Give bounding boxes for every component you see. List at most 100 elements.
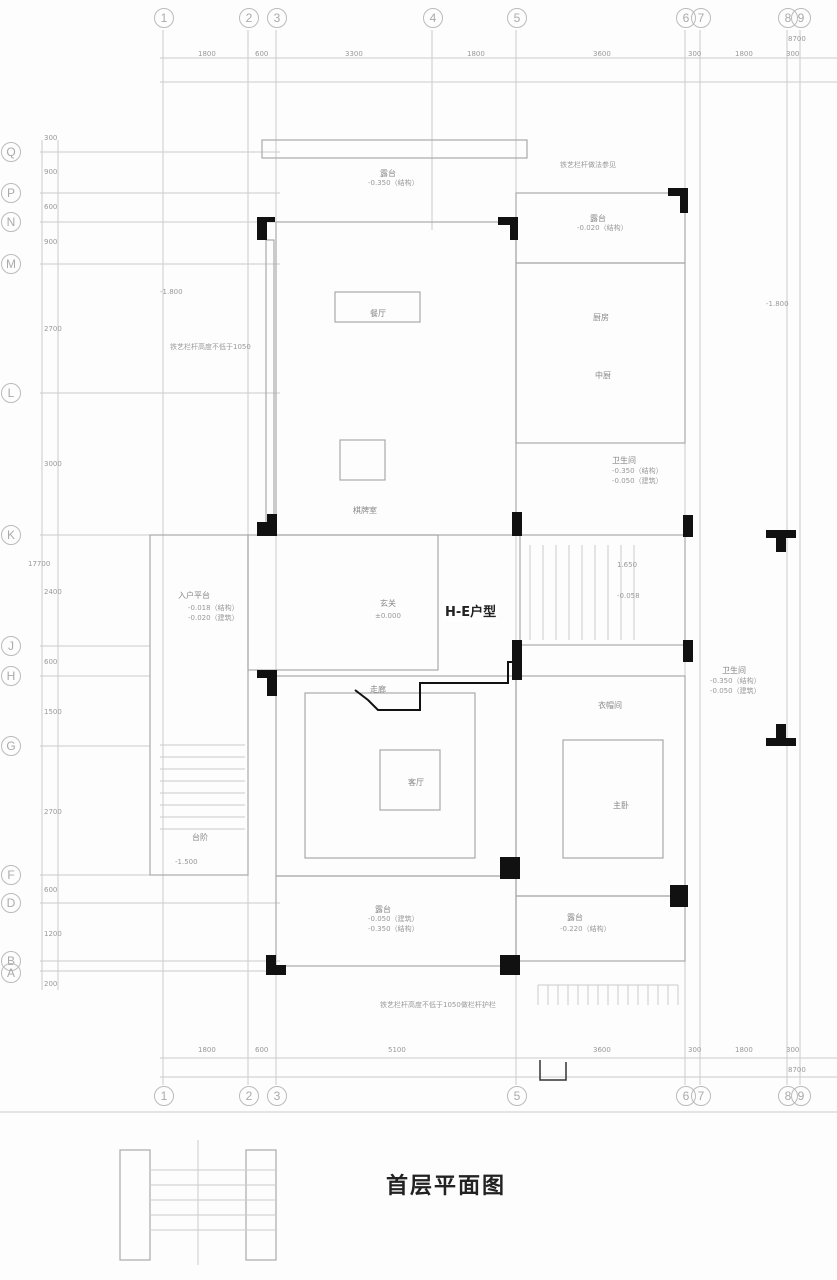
- dim: 3000: [44, 460, 62, 468]
- entry-path-line: [354, 661, 515, 711]
- axis-A: A: [1, 963, 21, 983]
- elevation: -0.350（结构）: [612, 467, 663, 475]
- dim: 1200: [44, 930, 62, 938]
- dim: 3300: [345, 50, 363, 58]
- elevation: -1.800: [766, 300, 789, 308]
- axis-H: H: [1, 666, 21, 686]
- axis-3: 3: [267, 1086, 287, 1106]
- elevation: -1.500: [175, 858, 198, 866]
- room-chinese-kitchen: 中厨: [595, 371, 611, 380]
- dim: 600: [44, 886, 58, 894]
- room-terrace-bottom: 露台: [375, 905, 391, 914]
- dim: 300: [786, 50, 800, 58]
- room-master-bedroom: 主卧: [613, 801, 629, 810]
- elevation: -0.050（建筑）: [368, 915, 419, 923]
- axis-5: 5: [507, 1086, 527, 1106]
- elevation: -0.350（结构）: [710, 677, 761, 685]
- elevation: -0.220（结构）: [560, 925, 611, 933]
- dim: 3600: [593, 50, 611, 58]
- elevation: -0.018（结构）: [188, 604, 239, 612]
- elevation: -0.020（建筑）: [188, 614, 239, 622]
- section-marker: [539, 1060, 567, 1081]
- elevation: -1.800: [160, 288, 183, 296]
- grid-lines: [0, 30, 837, 1113]
- dim: 300: [44, 134, 58, 142]
- dim: 900: [44, 168, 58, 176]
- elevation: -0.350（结构）: [368, 925, 419, 933]
- dim: 1800: [198, 1046, 216, 1054]
- dim: 2700: [44, 808, 62, 816]
- axis-K: K: [1, 525, 21, 545]
- stairs: [150, 545, 679, 1265]
- axis-3: 3: [267, 8, 287, 28]
- room-bath: 卫生间: [612, 456, 636, 465]
- axis-5: 5: [507, 8, 527, 28]
- dim: 1800: [198, 50, 216, 58]
- room-dining: 餐厅: [370, 309, 386, 318]
- axis-9: 9: [791, 8, 811, 28]
- dim-total: 8700: [788, 1066, 806, 1074]
- room-terrace-top: 露台: [380, 169, 396, 178]
- room-living: 客厅: [408, 778, 424, 787]
- room-corridor: 走廊: [370, 685, 386, 694]
- dim: 300: [786, 1046, 800, 1054]
- elevation: -0.020（结构）: [577, 224, 628, 232]
- drawing-title: 首层平面图: [386, 1174, 507, 1199]
- room-bath-2: 卫生间: [722, 666, 746, 675]
- elevation: -0.050（建筑）: [710, 687, 761, 695]
- dim: 3600: [593, 1046, 611, 1054]
- room-tea: 棋牌室: [353, 506, 377, 515]
- dim: 1500: [44, 708, 62, 716]
- unit-type-label: H-E户型: [443, 600, 499, 621]
- room-foyer: 玄关: [380, 599, 396, 608]
- elevation: ±0.000: [375, 612, 401, 620]
- elevation: -0.058: [617, 592, 640, 600]
- dim: 1800: [735, 1046, 753, 1054]
- dim: 300: [688, 1046, 702, 1054]
- dim: 300: [688, 50, 702, 58]
- axis-1: 1: [154, 8, 174, 28]
- room-steps: 台阶: [192, 833, 208, 842]
- room-terrace-right: 露台: [590, 214, 606, 223]
- axis-4: 4: [423, 8, 443, 28]
- axis-Q: Q: [1, 142, 21, 162]
- dim: 600: [255, 50, 269, 58]
- dim-total: 17700: [28, 560, 51, 568]
- dim: 900: [44, 238, 58, 246]
- dim: 5100: [388, 1046, 406, 1054]
- note: 铁艺栏杆高度不低于1050: [170, 343, 251, 351]
- dim: 2700: [44, 325, 62, 333]
- columns: [257, 188, 796, 975]
- axis-J: J: [1, 636, 21, 656]
- dim: 600: [255, 1046, 269, 1054]
- axis-P: P: [1, 183, 21, 203]
- note: 铁艺栏杆高度不低于1050做栏杆护栏: [380, 1001, 496, 1009]
- room-entry-platform: 入户平台: [178, 591, 210, 600]
- axis-G: G: [1, 736, 21, 756]
- axis-7: 7: [691, 1086, 711, 1106]
- dim: 600: [44, 203, 58, 211]
- dim: 600: [44, 658, 58, 666]
- elevation: 1.650: [617, 561, 638, 569]
- dim: 1800: [735, 50, 753, 58]
- note: 铁艺栏杆做法参见: [560, 161, 616, 169]
- room-closet: 衣帽间: [598, 701, 622, 710]
- axis-M: M: [1, 254, 21, 274]
- axis-N: N: [1, 212, 21, 232]
- axis-1: 1: [154, 1086, 174, 1106]
- axis-F: F: [1, 865, 21, 885]
- dim-total: 8700: [788, 35, 806, 43]
- axis-7: 7: [691, 8, 711, 28]
- axis-2: 2: [239, 8, 259, 28]
- elevation: -0.350（结构）: [368, 179, 419, 187]
- room-kitchen: 厨房: [593, 313, 609, 322]
- axis-2: 2: [239, 1086, 259, 1106]
- axis-D: D: [1, 893, 21, 913]
- dim: 200: [44, 980, 58, 988]
- dim: 2400: [44, 588, 62, 596]
- axis-9: 9: [791, 1086, 811, 1106]
- elevation: -0.050（建筑）: [612, 477, 663, 485]
- dim: 1800: [467, 50, 485, 58]
